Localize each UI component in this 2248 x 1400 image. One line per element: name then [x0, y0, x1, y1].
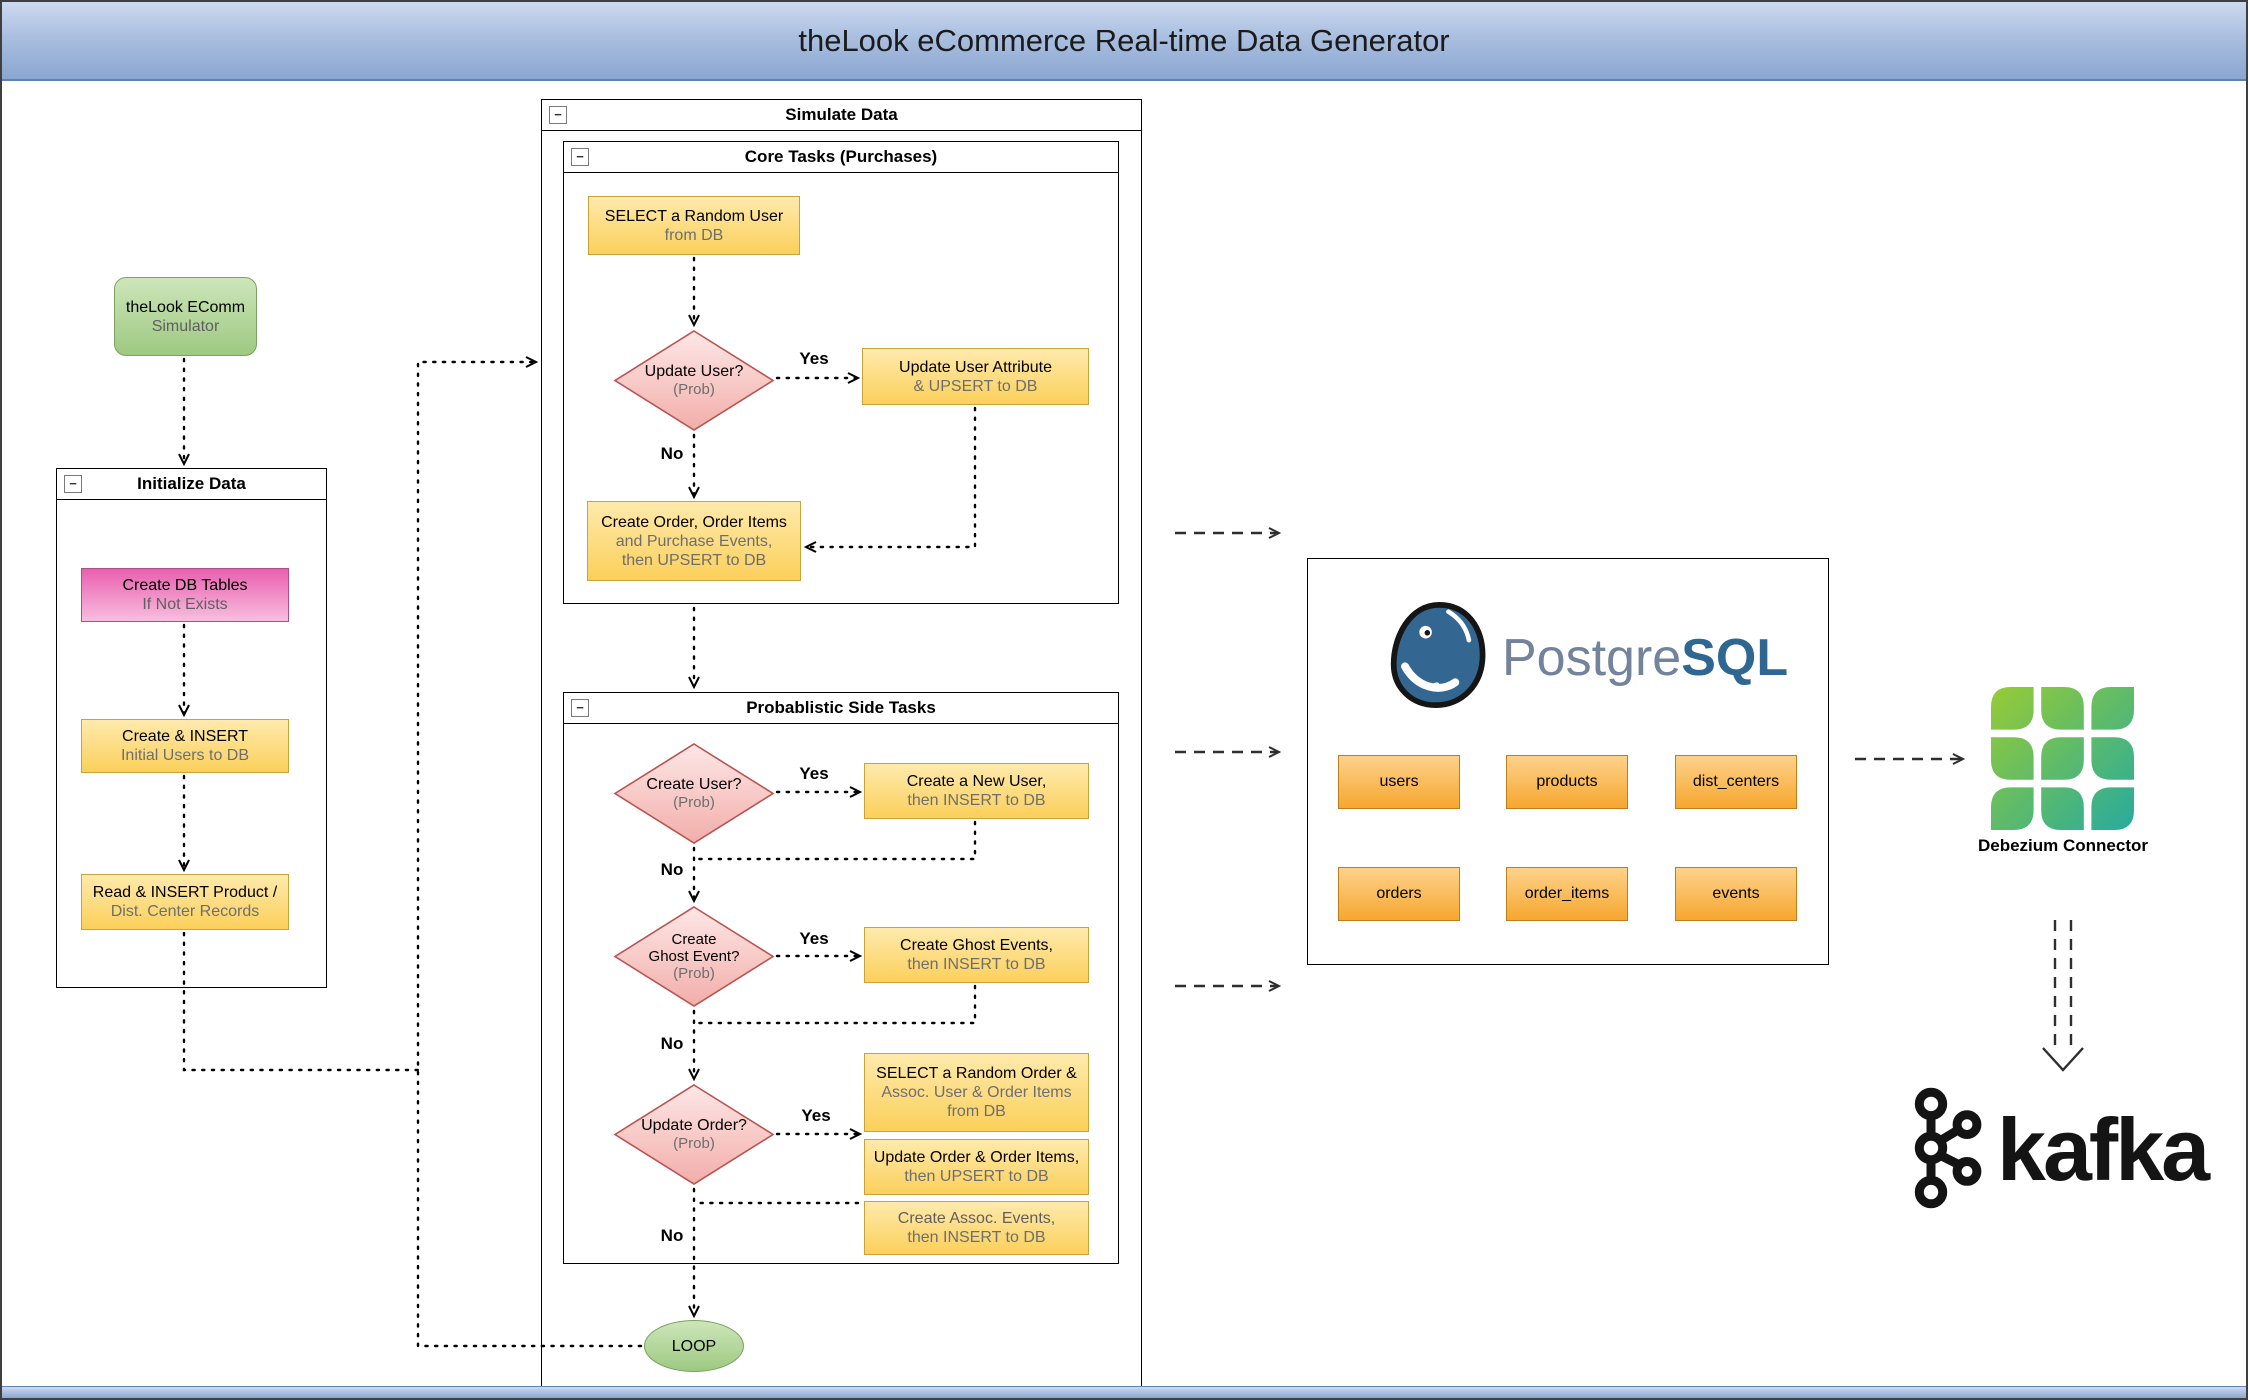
- collapse-icon[interactable]: −: [64, 475, 82, 493]
- kafka-logo-icon: [1895, 1087, 1985, 1209]
- simulator-node: theLook EComm Simulator: [114, 277, 257, 356]
- table-events: events: [1675, 867, 1797, 921]
- edge-label-yes-update-user: Yes: [796, 349, 832, 369]
- create-db-tables-node: Create DB Tables If Not Exists: [81, 568, 289, 622]
- create-ghost-events-node: Create Ghost Events, then INSERT to DB: [864, 927, 1089, 983]
- initialize-data-group-header: − Initialize Data: [57, 469, 326, 500]
- simulate-data-group-title: Simulate Data: [785, 105, 898, 124]
- update-user-decision: Update User? (Prob): [613, 329, 775, 432]
- postgres-wordmark: PostgreSQL: [1502, 620, 1788, 696]
- update-user-attribute-node: Update User Attribute & UPSERT to DB: [862, 348, 1089, 405]
- insert-initial-users-node: Create & INSERT Initial Users to DB: [81, 719, 289, 773]
- collapse-icon[interactable]: −: [571, 148, 589, 166]
- diamond-shape: [613, 906, 775, 1007]
- edge-label-yes-update-order: Yes: [798, 1106, 834, 1126]
- select-random-user-node: SELECT a Random User from DB: [588, 196, 800, 255]
- edge-label-yes-ghost: Yes: [796, 929, 832, 949]
- postgres-wordmark-prefix: Postgre: [1502, 629, 1682, 687]
- table-orders: orders: [1338, 867, 1460, 921]
- postgres-wordmark-suffix: SQL: [1681, 629, 1789, 687]
- core-tasks-group-title: Core Tasks (Purchases): [744, 147, 938, 166]
- create-new-user-node: Create a New User, then INSERT to DB: [864, 763, 1089, 819]
- insert-products-node: Read & INSERT Product / Dist. Center Rec…: [81, 874, 289, 930]
- initialize-data-group-title: Initialize Data: [137, 474, 246, 493]
- edge-label-yes-create-user: Yes: [796, 764, 832, 784]
- kafka-wordmark: kafka: [1997, 1100, 2210, 1199]
- table-dist-centers: dist_centers: [1675, 755, 1797, 809]
- edge-newuser-merge: [693, 820, 977, 861]
- postgres-logo-icon: [1380, 598, 1494, 712]
- create-user-decision: Create User? (Prob): [613, 742, 775, 845]
- select-random-order-node: SELECT a Random Order & Assoc. User & Or…: [864, 1053, 1089, 1132]
- create-ghost-event-decision: Create Ghost Event? (Prob): [613, 905, 775, 1008]
- update-order-items-node: Update Order & Order Items, then UPSERT …: [864, 1139, 1089, 1195]
- edge-label-no-update-order: No: [657, 1226, 687, 1246]
- debezium-label: Debezium Connector: [1977, 836, 2149, 855]
- table-order-items: order_items: [1506, 867, 1628, 921]
- diamond-shape: [613, 330, 775, 431]
- title-bar: theLook eCommerce Real-time Data Generat…: [2, 2, 2246, 81]
- side-tasks-group-title: Probablistic Side Tasks: [746, 698, 936, 717]
- edge-label-no-ghost: No: [657, 1034, 687, 1054]
- edge-label-no-create-user: No: [657, 860, 687, 880]
- diamond-shape: [613, 1084, 775, 1185]
- core-tasks-group-header: − Core Tasks (Purchases): [564, 142, 1118, 173]
- simulate-data-group-header: − Simulate Data: [542, 100, 1141, 131]
- create-assoc-events-node: Create Assoc. Events, then INSERT to DB: [864, 1201, 1089, 1255]
- bottom-bar: [2, 1386, 2246, 1398]
- edge-updateattr-to-createorder: [807, 406, 977, 547]
- create-order-node: Create Order, Order Items and Purchase E…: [587, 501, 801, 581]
- diamond-shape: [613, 743, 775, 844]
- update-order-decision: Update Order? (Prob): [613, 1083, 775, 1186]
- edge-init-to-trunk: [182, 931, 420, 1072]
- table-products: products: [1506, 755, 1628, 809]
- debezium-logo-icon: [1991, 687, 2134, 830]
- table-users: users: [1338, 755, 1460, 809]
- loop-node: LOOP: [644, 1320, 744, 1372]
- edge-label-no-update-user: No: [657, 444, 687, 464]
- edge-debezium-to-kafka-arrowhead: [2042, 1047, 2084, 1072]
- collapse-icon[interactable]: −: [549, 106, 567, 124]
- side-tasks-group-header: − Probablistic Side Tasks: [564, 693, 1118, 724]
- page-title: theLook eCommerce Real-time Data Generat…: [798, 22, 1450, 58]
- collapse-icon[interactable]: −: [571, 699, 589, 717]
- edge-ghost-merge: [693, 984, 977, 1025]
